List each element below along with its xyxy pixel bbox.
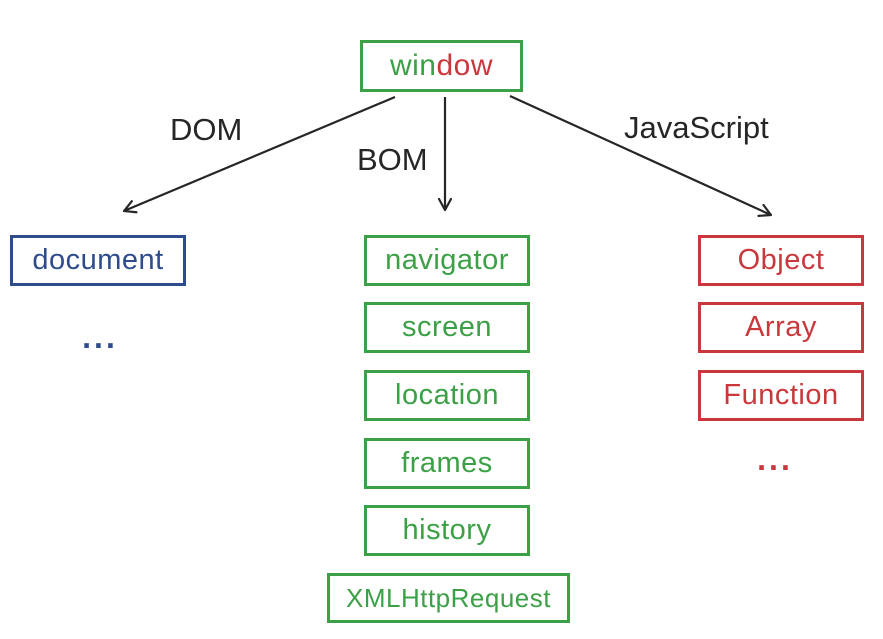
node-object: Object xyxy=(698,235,864,286)
node-location: location xyxy=(364,370,530,421)
node-screen: screen xyxy=(364,302,530,353)
node-navigator: navigator xyxy=(364,235,530,286)
label-bom: BOM xyxy=(357,142,428,177)
node-document: document xyxy=(10,235,186,286)
node-frames: frames xyxy=(364,438,530,489)
label-javascript: JavaScript xyxy=(624,110,769,145)
arrow-dom xyxy=(122,95,396,214)
window-label-red-part: dow xyxy=(436,49,494,82)
label-dom: DOM xyxy=(170,112,243,147)
dom-ellipsis: ... xyxy=(82,319,118,355)
node-xmlhttprequest: XMLHttpRequest xyxy=(327,573,570,623)
node-function: Function xyxy=(698,370,864,421)
window-label-green-part: win xyxy=(389,49,437,82)
node-history: history xyxy=(364,505,530,556)
node-array: Array xyxy=(698,302,864,353)
js-ellipsis: ... xyxy=(757,441,793,477)
